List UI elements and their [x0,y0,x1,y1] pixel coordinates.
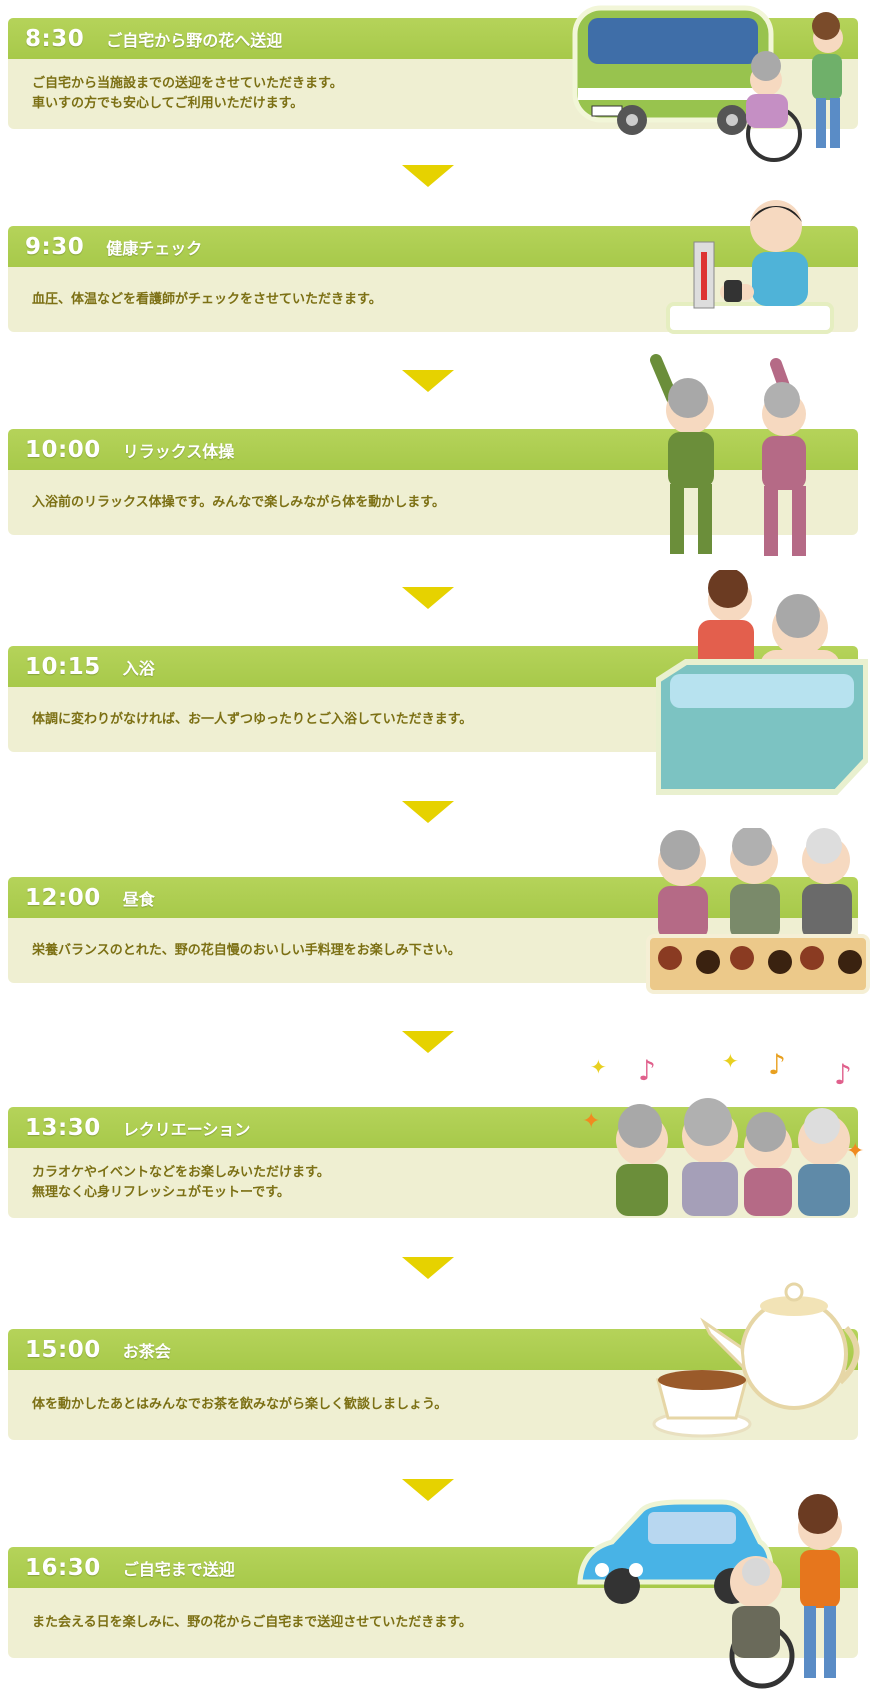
schedule-title: お茶会 [122,1341,171,1361]
schedule-time: 9:30 [25,233,85,260]
schedule-description: また会える日を楽しみに、野の花からご自宅まで送迎させていただきます。 [8,1588,858,1658]
svg-text:✦: ✦ [582,1109,600,1134]
schedule-header: 10:00 リラックス体操 [8,429,858,470]
svg-text:✦: ✦ [590,1055,607,1079]
schedule-time: 10:15 [25,653,101,680]
chevron-down-icon [402,370,454,392]
schedule-title: ご自宅まで送迎 [122,1559,235,1579]
svg-text:✦: ✦ [722,1049,739,1073]
chevron-down-icon [402,801,454,823]
van-wheelchair-illustration [572,5,843,162]
lunch-illustration [646,828,870,994]
bath-illustration [656,570,868,795]
schedule-title: 健康チェック [106,238,203,258]
schedule-title: 入浴 [122,658,155,678]
karaoke-illustration: ♪ ♪ ♪ ✦ ✦ ✦ ✦ [582,1048,864,1216]
schedule-time: 8:30 [25,25,85,52]
exercise-illustration [650,354,806,556]
chevron-down-icon [402,1031,454,1053]
svg-text:♪: ♪ [638,1054,656,1087]
schedule-time: 13:30 [25,1114,101,1141]
schedule-title: リラックス体操 [122,441,235,461]
svg-text:✦: ✦ [846,1139,864,1164]
car-wheelchair-illustration [577,1494,842,1689]
schedule-time: 12:00 [25,884,101,911]
svg-text:♪: ♪ [834,1058,852,1091]
chevron-down-icon [402,1479,454,1501]
schedule-header: 12:00 昼食 [8,877,858,918]
chevron-down-icon [402,587,454,609]
schedule-time: 15:00 [25,1336,101,1363]
schedule-title: レクリエーション [122,1119,251,1139]
schedule-title: ご自宅から野の花へ送迎 [106,30,283,50]
schedule-header: 9:30 健康チェック [8,226,858,267]
schedule-item: 9:30 健康チェック 血圧、体温などを看護師がチェックをさせていただきます。 [8,226,858,332]
blood-pressure-illustration [666,200,834,334]
schedule-time: 16:30 [25,1554,101,1581]
tea-illustration [652,1282,860,1438]
schedule-time: 10:00 [25,436,101,463]
schedule-item: 10:00 リラックス体操 入浴前のリラックス体操です。みんなで楽しみながら体を… [8,429,858,535]
chevron-down-icon [402,1257,454,1279]
chevron-down-icon [402,165,454,187]
svg-text:♪: ♪ [768,1048,786,1081]
schedule-title: 昼食 [122,889,155,909]
schedule-description: 入浴前のリラックス体操です。みんなで楽しみながら体を動かします。 [8,470,858,535]
